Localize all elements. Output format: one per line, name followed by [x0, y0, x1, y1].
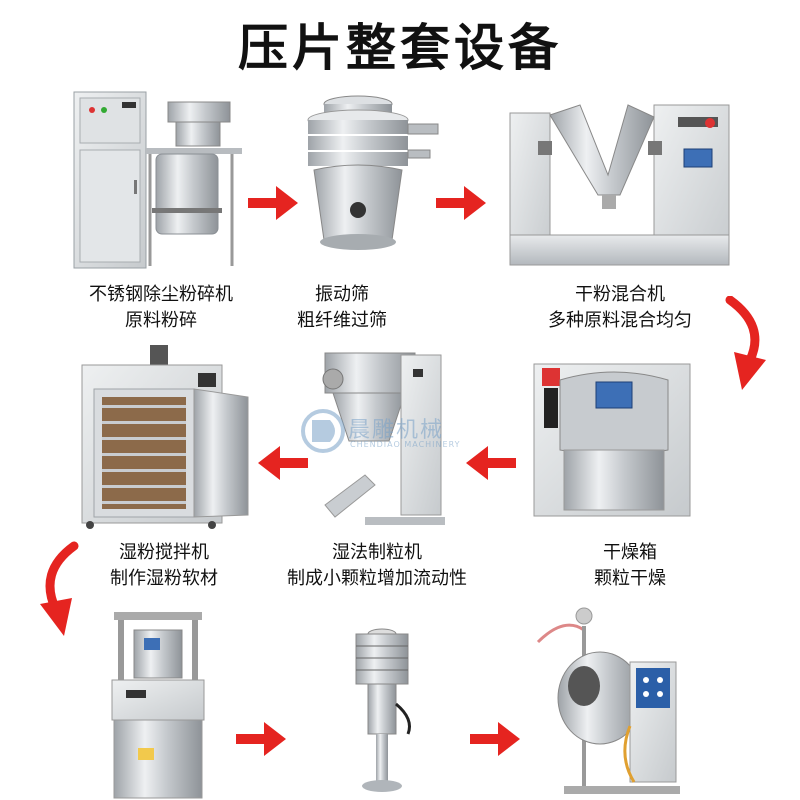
- step-caption: 湿法制粒机 制成小颗粒增加流动性: [262, 540, 492, 592]
- step-desc: 原料粉碎: [125, 310, 197, 331]
- coating-machine-image: [524, 606, 694, 796]
- logo-icon: [301, 409, 345, 453]
- arrow-left-icon: [258, 446, 308, 484]
- step-title: 振动筛: [315, 284, 369, 305]
- step-title: 干粉混合机: [575, 284, 665, 305]
- arrow-right-icon: [236, 722, 286, 760]
- curved-arrow-down-icon: [690, 295, 770, 410]
- step-desc: 制成小颗粒增加流动性: [287, 568, 467, 589]
- page-title: 压片整套设备: [238, 19, 562, 77]
- step-desc: 颗粒干燥: [594, 568, 666, 589]
- step-desc: 制作湿粉软材: [110, 568, 218, 589]
- arrow-right-icon: [470, 722, 520, 760]
- v-mixer-image: [508, 95, 733, 270]
- arrow-left-icon: [466, 446, 516, 484]
- tablet-press-image: [108, 608, 208, 800]
- curved-arrow-down-icon: [34, 540, 114, 654]
- step-title: 不锈钢除尘粉碎机: [89, 284, 233, 305]
- step-title: 干燥箱: [603, 542, 657, 563]
- wet-mixer-image: [530, 360, 695, 520]
- drying-oven-image: [80, 345, 255, 530]
- step-caption: 湿粉搅拌机 制作湿粉软材: [74, 540, 254, 592]
- pulverizer-machine-image: [72, 88, 247, 273]
- step-caption: 干粉混合机 多种原料混合均匀: [520, 282, 720, 334]
- watermark-name: 晨雕机械: [348, 418, 445, 443]
- watermark-sub: CHENDIAO MACHINERY: [350, 440, 461, 449]
- step-title: 湿法制粒机: [332, 542, 422, 563]
- step-caption: 不锈钢除尘粉碎机 原料粉碎: [56, 282, 266, 334]
- step-title: 湿粉搅拌机: [119, 542, 209, 563]
- step-caption: 干燥箱 颗粒干燥: [550, 540, 710, 592]
- vibrating-sieve-image: [296, 90, 446, 260]
- watermark: 晨雕机械 CHENDIAO MACHINERY: [300, 408, 470, 458]
- step-caption: 振动筛 粗纤维过筛: [262, 282, 422, 334]
- granulator-image: [305, 345, 455, 535]
- deduster-image: [342, 624, 422, 794]
- step-desc: 多种原料混合均匀: [548, 310, 692, 331]
- step-desc: 粗纤维过筛: [297, 310, 387, 331]
- arrow-right-icon: [248, 186, 298, 224]
- arrow-right-icon: [436, 186, 486, 224]
